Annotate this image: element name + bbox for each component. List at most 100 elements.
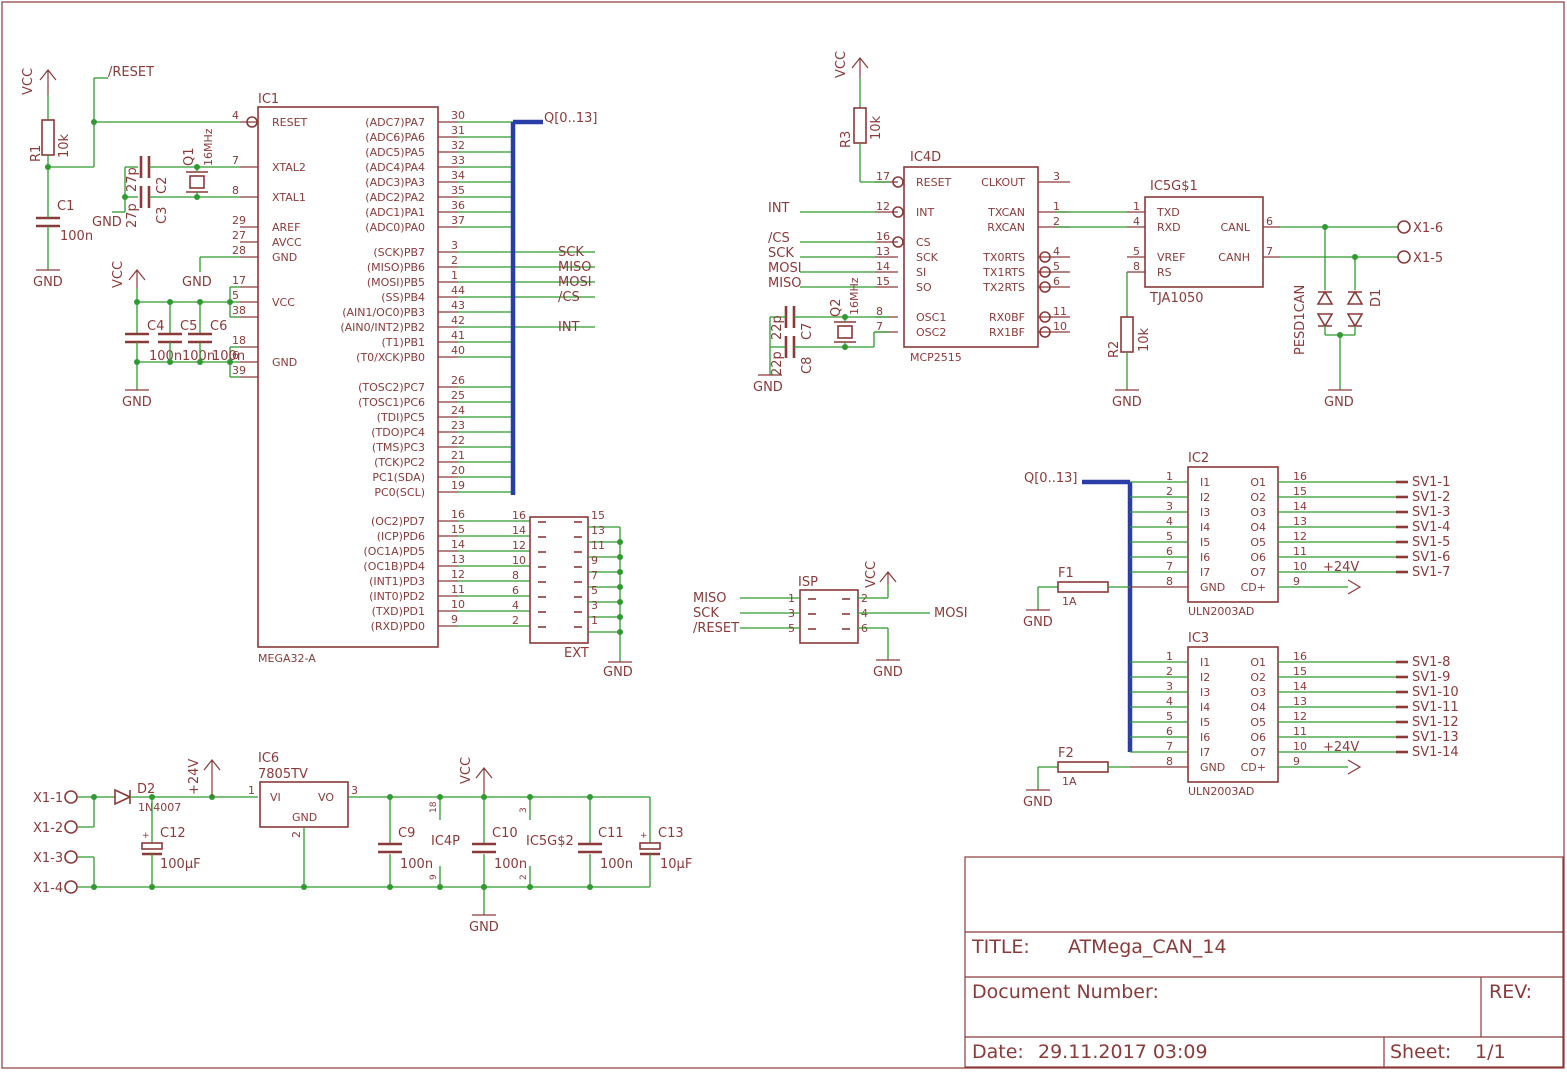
mcu-pin-name: (ADC3)PA3 bbox=[365, 176, 425, 189]
power-supply: X1-1X1-2X1-3X1-4 D2 1N4007 +24V IC6 7805… bbox=[33, 751, 692, 935]
c8-value: 22p bbox=[770, 351, 785, 376]
mcu-pin-num: 42 bbox=[451, 314, 465, 327]
driver-pin-num: 1 bbox=[1166, 650, 1173, 663]
mcu-pin-name: (T1)PB1 bbox=[382, 336, 425, 349]
mcu-pin-num: 27 bbox=[232, 229, 246, 242]
mcu-pin-name: (ADC2)PA2 bbox=[365, 191, 425, 204]
mcu-right-pins: 30(ADC7)PA731(ADC6)PA632(ADC5)PA533(ADC4… bbox=[340, 109, 595, 633]
mosi-net-label: MOSI bbox=[558, 275, 592, 290]
mcp2515-pin-num: 16 bbox=[876, 230, 890, 243]
sheet-value: 1/1 bbox=[1475, 1041, 1506, 1063]
active-low-bubble bbox=[1039, 311, 1051, 323]
mcu-pin-num: 20 bbox=[451, 464, 465, 477]
mcu-pin-num: 40 bbox=[451, 344, 465, 357]
driver-pin-name: CD+ bbox=[1241, 581, 1266, 594]
mcp2515-pin-num: 6 bbox=[1053, 275, 1060, 288]
ext-pin-num-right: 5 bbox=[591, 584, 598, 597]
date-value: 29.11.2017 03:09 bbox=[1038, 1041, 1208, 1063]
active-low-bubble bbox=[1039, 266, 1051, 278]
crystal-q1-circuit: GND 27p C2 27p C3 Q1 16MHz bbox=[92, 128, 240, 230]
mcu-pin-name: RESET bbox=[272, 116, 308, 129]
driver-name: IC2 bbox=[1188, 451, 1209, 466]
driver-pin-name: O7 bbox=[1250, 746, 1266, 759]
tja1050-pin-name: CANH bbox=[1218, 251, 1250, 264]
gnd-label-ext: GND bbox=[603, 665, 633, 680]
driver-pin-num: 15 bbox=[1293, 665, 1307, 678]
driver-pin-num: 5 bbox=[1166, 530, 1173, 543]
c7-value: 22p bbox=[770, 315, 785, 340]
driver-pin-num: 12 bbox=[1293, 530, 1307, 543]
junction bbox=[387, 794, 393, 800]
mcu-pin-name: (TDO)PC4 bbox=[371, 426, 425, 439]
tja1050-pin-num: 6 bbox=[1266, 215, 1273, 228]
mcu-pin-name: (INT1)PD3 bbox=[369, 575, 425, 588]
driver-pin-num: 1 bbox=[1166, 470, 1173, 483]
mcu-pin-name: (OC1B)PD4 bbox=[363, 560, 425, 573]
mcu-pin-name: (AIN0/INT2)PB2 bbox=[340, 321, 425, 334]
d2-name: D2 bbox=[137, 782, 155, 797]
mcu-pin-name: (ADC0)PA0 bbox=[365, 221, 425, 234]
junction bbox=[227, 299, 233, 305]
x1-5-terminal bbox=[1397, 250, 1411, 264]
mcu-pin-num: 29 bbox=[232, 214, 246, 227]
mcp2515-pin-name: SO bbox=[916, 281, 932, 294]
driver-pin-name: O1 bbox=[1250, 476, 1266, 489]
driver-plus24-label: +24V bbox=[1323, 560, 1359, 575]
fuse-value: 1A bbox=[1062, 775, 1077, 788]
mcu-pin-name: (ADC4)PA4 bbox=[365, 161, 425, 174]
mcu-pin-num: 31 bbox=[451, 124, 465, 137]
c11-name: C11 bbox=[598, 826, 624, 841]
mcu-pin-num: 14 bbox=[451, 538, 465, 551]
gnd-label-q2: GND bbox=[753, 380, 783, 395]
mcp-mosi-label: MOSI bbox=[768, 261, 802, 276]
power-terminal-label: X1-3 bbox=[33, 851, 63, 866]
sheet-label: Sheet: bbox=[1390, 1041, 1451, 1063]
regulator-gnd: GND bbox=[292, 811, 317, 824]
mcu-pin-name: (OC2)PD7 bbox=[371, 515, 425, 528]
driver-pin-name: O3 bbox=[1250, 686, 1266, 699]
mcu-pin-num: 1 bbox=[451, 269, 458, 282]
driver-pin-name: O4 bbox=[1250, 701, 1266, 714]
c1-value: 100n bbox=[60, 229, 93, 244]
driver-pin-name: I4 bbox=[1200, 701, 1210, 714]
driver-pin-num: 11 bbox=[1293, 725, 1307, 738]
cs-net-label: /CS bbox=[558, 290, 580, 305]
isp-pin-num-left: 1 bbox=[788, 592, 795, 605]
c4-name: C4 bbox=[147, 319, 164, 334]
driver-value: ULN2003AD bbox=[1188, 785, 1254, 798]
mcu-pin-name: VCC bbox=[272, 296, 295, 309]
c9-name: C9 bbox=[398, 826, 415, 841]
tja1050-pin-name: RS bbox=[1157, 266, 1172, 279]
mcp2515-pin-num: 14 bbox=[876, 260, 890, 273]
plus24-arrow bbox=[1347, 759, 1362, 775]
driver-pin-name: O1 bbox=[1250, 656, 1266, 669]
c3-name: C3 bbox=[155, 207, 170, 224]
mcu-pin-num: 39 bbox=[232, 364, 246, 377]
mcp2515-pin-name: CLKOUT bbox=[981, 176, 1025, 189]
mcp2515-pin-name: TX2RTS bbox=[982, 281, 1025, 294]
driver-pin-name: O7 bbox=[1250, 566, 1266, 579]
vcc-label-r3: VCC bbox=[834, 51, 849, 78]
mcu-pin-name: (MISO)PB6 bbox=[367, 261, 425, 274]
driver-pin-name: GND bbox=[1200, 761, 1225, 774]
ext-pin-num-right: 7 bbox=[591, 569, 598, 582]
rev-label: REV: bbox=[1489, 981, 1532, 1003]
ext-pin-num-right: 11 bbox=[591, 539, 605, 552]
mcu-pin-num: 44 bbox=[451, 284, 465, 297]
mcu-pin-name: (MOSI)PB5 bbox=[367, 276, 425, 289]
driver-pin-name: CD+ bbox=[1241, 761, 1266, 774]
mcu-pin-num: 9 bbox=[451, 613, 458, 626]
mcu-pin-name: (INT0)PD2 bbox=[369, 590, 425, 603]
regulator-pin-in: 1 bbox=[248, 784, 255, 797]
junction bbox=[134, 299, 140, 305]
mcu-pin-name: (ICP)PD6 bbox=[377, 530, 425, 543]
mcu-pin-name: (RXD)PD0 bbox=[371, 620, 425, 633]
mcu-pin-name: (SCK)PB7 bbox=[373, 246, 425, 259]
gnd-label-xtal: GND bbox=[92, 215, 122, 230]
